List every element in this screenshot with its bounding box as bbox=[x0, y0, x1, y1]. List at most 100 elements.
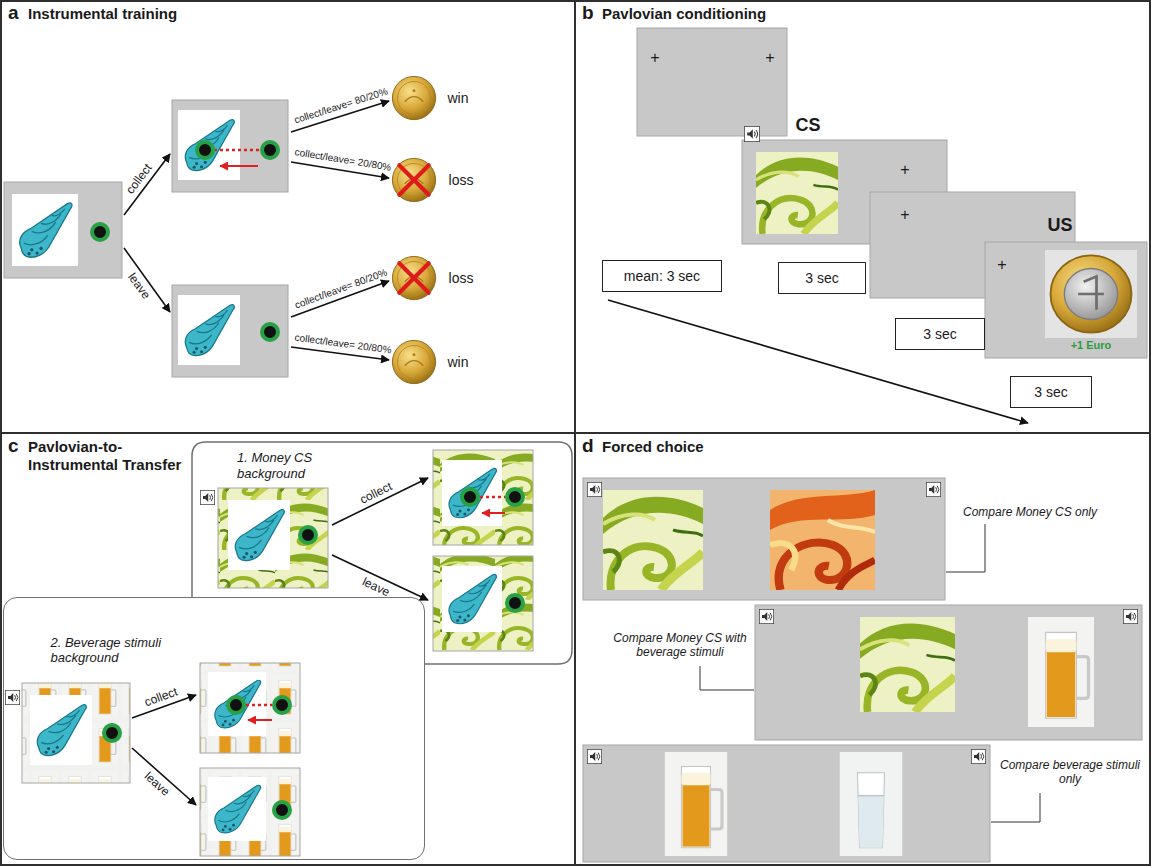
instrumental-illustration bbox=[392, 340, 435, 383]
transfer-illustration bbox=[480, 496, 505, 499]
forced-choice-illustration bbox=[759, 609, 773, 623]
comparison-note: Compare Money CS with beverage stimuli bbox=[608, 631, 753, 660]
pavlovian-illustration bbox=[985, 242, 1147, 358]
duration-text: 3 sec bbox=[1034, 384, 1067, 401]
instrumental-illustration bbox=[197, 142, 213, 158]
transfer-illustration bbox=[274, 802, 290, 818]
pavlovian-illustration bbox=[756, 152, 838, 234]
transfer-illustration bbox=[507, 489, 523, 505]
duration-text: 3 sec bbox=[923, 326, 956, 343]
panel-title: Forced choice bbox=[602, 438, 704, 456]
action-label: collect bbox=[143, 684, 180, 709]
condition-box: 2. Beverage stimuli background bbox=[3, 597, 425, 860]
duration-box: 3 sec bbox=[895, 318, 985, 350]
screen-text: + bbox=[650, 48, 659, 67]
transfer-illustration bbox=[462, 489, 478, 505]
panel-letter: c bbox=[8, 435, 19, 458]
screen: + bbox=[870, 192, 1075, 298]
forced-choice-illustration bbox=[1123, 609, 1137, 623]
screen-text: +1 Euro bbox=[1071, 339, 1112, 352]
transfer-illustration bbox=[5, 690, 19, 704]
screen-text: US bbox=[1047, 215, 1072, 237]
forced-choice-illustration bbox=[583, 745, 990, 862]
instrumental-illustration bbox=[20, 203, 72, 257]
instrumental-illustration bbox=[185, 305, 234, 356]
transfer-illustration bbox=[300, 527, 316, 543]
instrumental-illustration bbox=[392, 76, 435, 119]
transfer-illustration bbox=[200, 663, 300, 753]
transfer-illustration bbox=[332, 478, 428, 525]
transfer-illustration bbox=[208, 672, 266, 736]
panel-letter: b bbox=[582, 2, 594, 25]
transfer-illustration bbox=[218, 488, 328, 588]
forced-choice-illustration bbox=[587, 482, 601, 496]
transfer-illustration bbox=[208, 777, 266, 841]
forced-choice-illustration bbox=[946, 524, 985, 572]
forced-choice-illustration bbox=[583, 478, 945, 600]
outcome-label: win bbox=[447, 90, 468, 107]
transfer-illustration bbox=[132, 748, 196, 805]
transfer-illustration bbox=[37, 705, 86, 756]
pavlovian-illustration bbox=[1045, 250, 1137, 338]
comparison-note: Compare beverage stimuli only bbox=[996, 758, 1144, 787]
transfer-illustration bbox=[200, 490, 214, 504]
forced-choice-illustration bbox=[840, 752, 902, 856]
screen-text: + bbox=[900, 205, 909, 224]
transfer-illustration bbox=[442, 566, 502, 632]
transfer-illustration bbox=[332, 555, 428, 600]
screen-text: + bbox=[765, 48, 774, 67]
instrumental-illustration bbox=[262, 142, 278, 158]
instrumental-illustration bbox=[220, 165, 258, 167]
cs-screen: CS+ bbox=[742, 140, 947, 244]
pavlovian-illustration bbox=[637, 28, 787, 136]
instrumental-illustration bbox=[392, 256, 435, 299]
outcome-label: loss bbox=[449, 172, 474, 189]
outcome-label: win bbox=[447, 354, 468, 371]
action-label: leave bbox=[142, 769, 173, 799]
forced-choice-illustration bbox=[583, 478, 1142, 862]
forced-choice-illustration bbox=[665, 752, 727, 856]
instrumental-illustration bbox=[92, 224, 108, 240]
instrumental-illustration bbox=[124, 154, 170, 215]
probability-label: collect/leave= 80/20% bbox=[293, 267, 389, 312]
pavlovian-illustration bbox=[608, 28, 1147, 423]
transfer-illustration bbox=[104, 725, 120, 741]
panel-title: Pavlovian conditioning bbox=[602, 5, 766, 23]
screen-text: CS bbox=[795, 115, 820, 137]
transfer-illustration bbox=[449, 574, 496, 623]
screen: ++ bbox=[637, 28, 787, 136]
transfer-illustration bbox=[5, 450, 533, 856]
duration-text: 3 sec bbox=[805, 270, 838, 287]
transfer-illustration bbox=[442, 460, 502, 526]
forced-choice-illustration bbox=[971, 749, 985, 763]
transfer-illustration bbox=[22, 683, 130, 783]
transfer-illustration bbox=[246, 704, 272, 707]
transfer-illustration bbox=[200, 768, 300, 856]
forced-choice-illustration bbox=[603, 490, 703, 590]
transfer-illustration bbox=[30, 695, 92, 765]
pavlovian-illustration bbox=[608, 300, 1028, 423]
transfer-illustration bbox=[433, 450, 533, 545]
forced-choice-illustration bbox=[770, 490, 875, 590]
duration-box: mean: 3 sec bbox=[602, 260, 722, 292]
condition-box: 1. Money CS background bbox=[192, 442, 572, 664]
panel-letter: d bbox=[582, 435, 594, 458]
forced-choice-illustration bbox=[860, 617, 955, 712]
forced-choice-illustration bbox=[991, 793, 1040, 822]
instrumental-illustration bbox=[214, 149, 260, 152]
panel-letter: a bbox=[8, 2, 19, 25]
action-label: leave bbox=[360, 574, 392, 599]
duration-box: 3 sec bbox=[1010, 376, 1092, 408]
condition-outline bbox=[192, 442, 572, 664]
screen-text: 1. Money CS background bbox=[237, 450, 337, 481]
panel-title: Instrumental training bbox=[28, 5, 177, 23]
probability-label: collect/leave= 20/80% bbox=[294, 146, 392, 174]
forced-choice-illustration bbox=[755, 605, 1142, 740]
action-label: leave bbox=[125, 270, 154, 302]
transfer-illustration bbox=[235, 510, 284, 561]
screen-text: + bbox=[900, 160, 909, 179]
transfer-illustration bbox=[274, 697, 290, 713]
forced-choice-illustration bbox=[587, 749, 601, 763]
forced-choice-illustration bbox=[1028, 617, 1094, 727]
instrumental-illustration bbox=[172, 285, 288, 377]
